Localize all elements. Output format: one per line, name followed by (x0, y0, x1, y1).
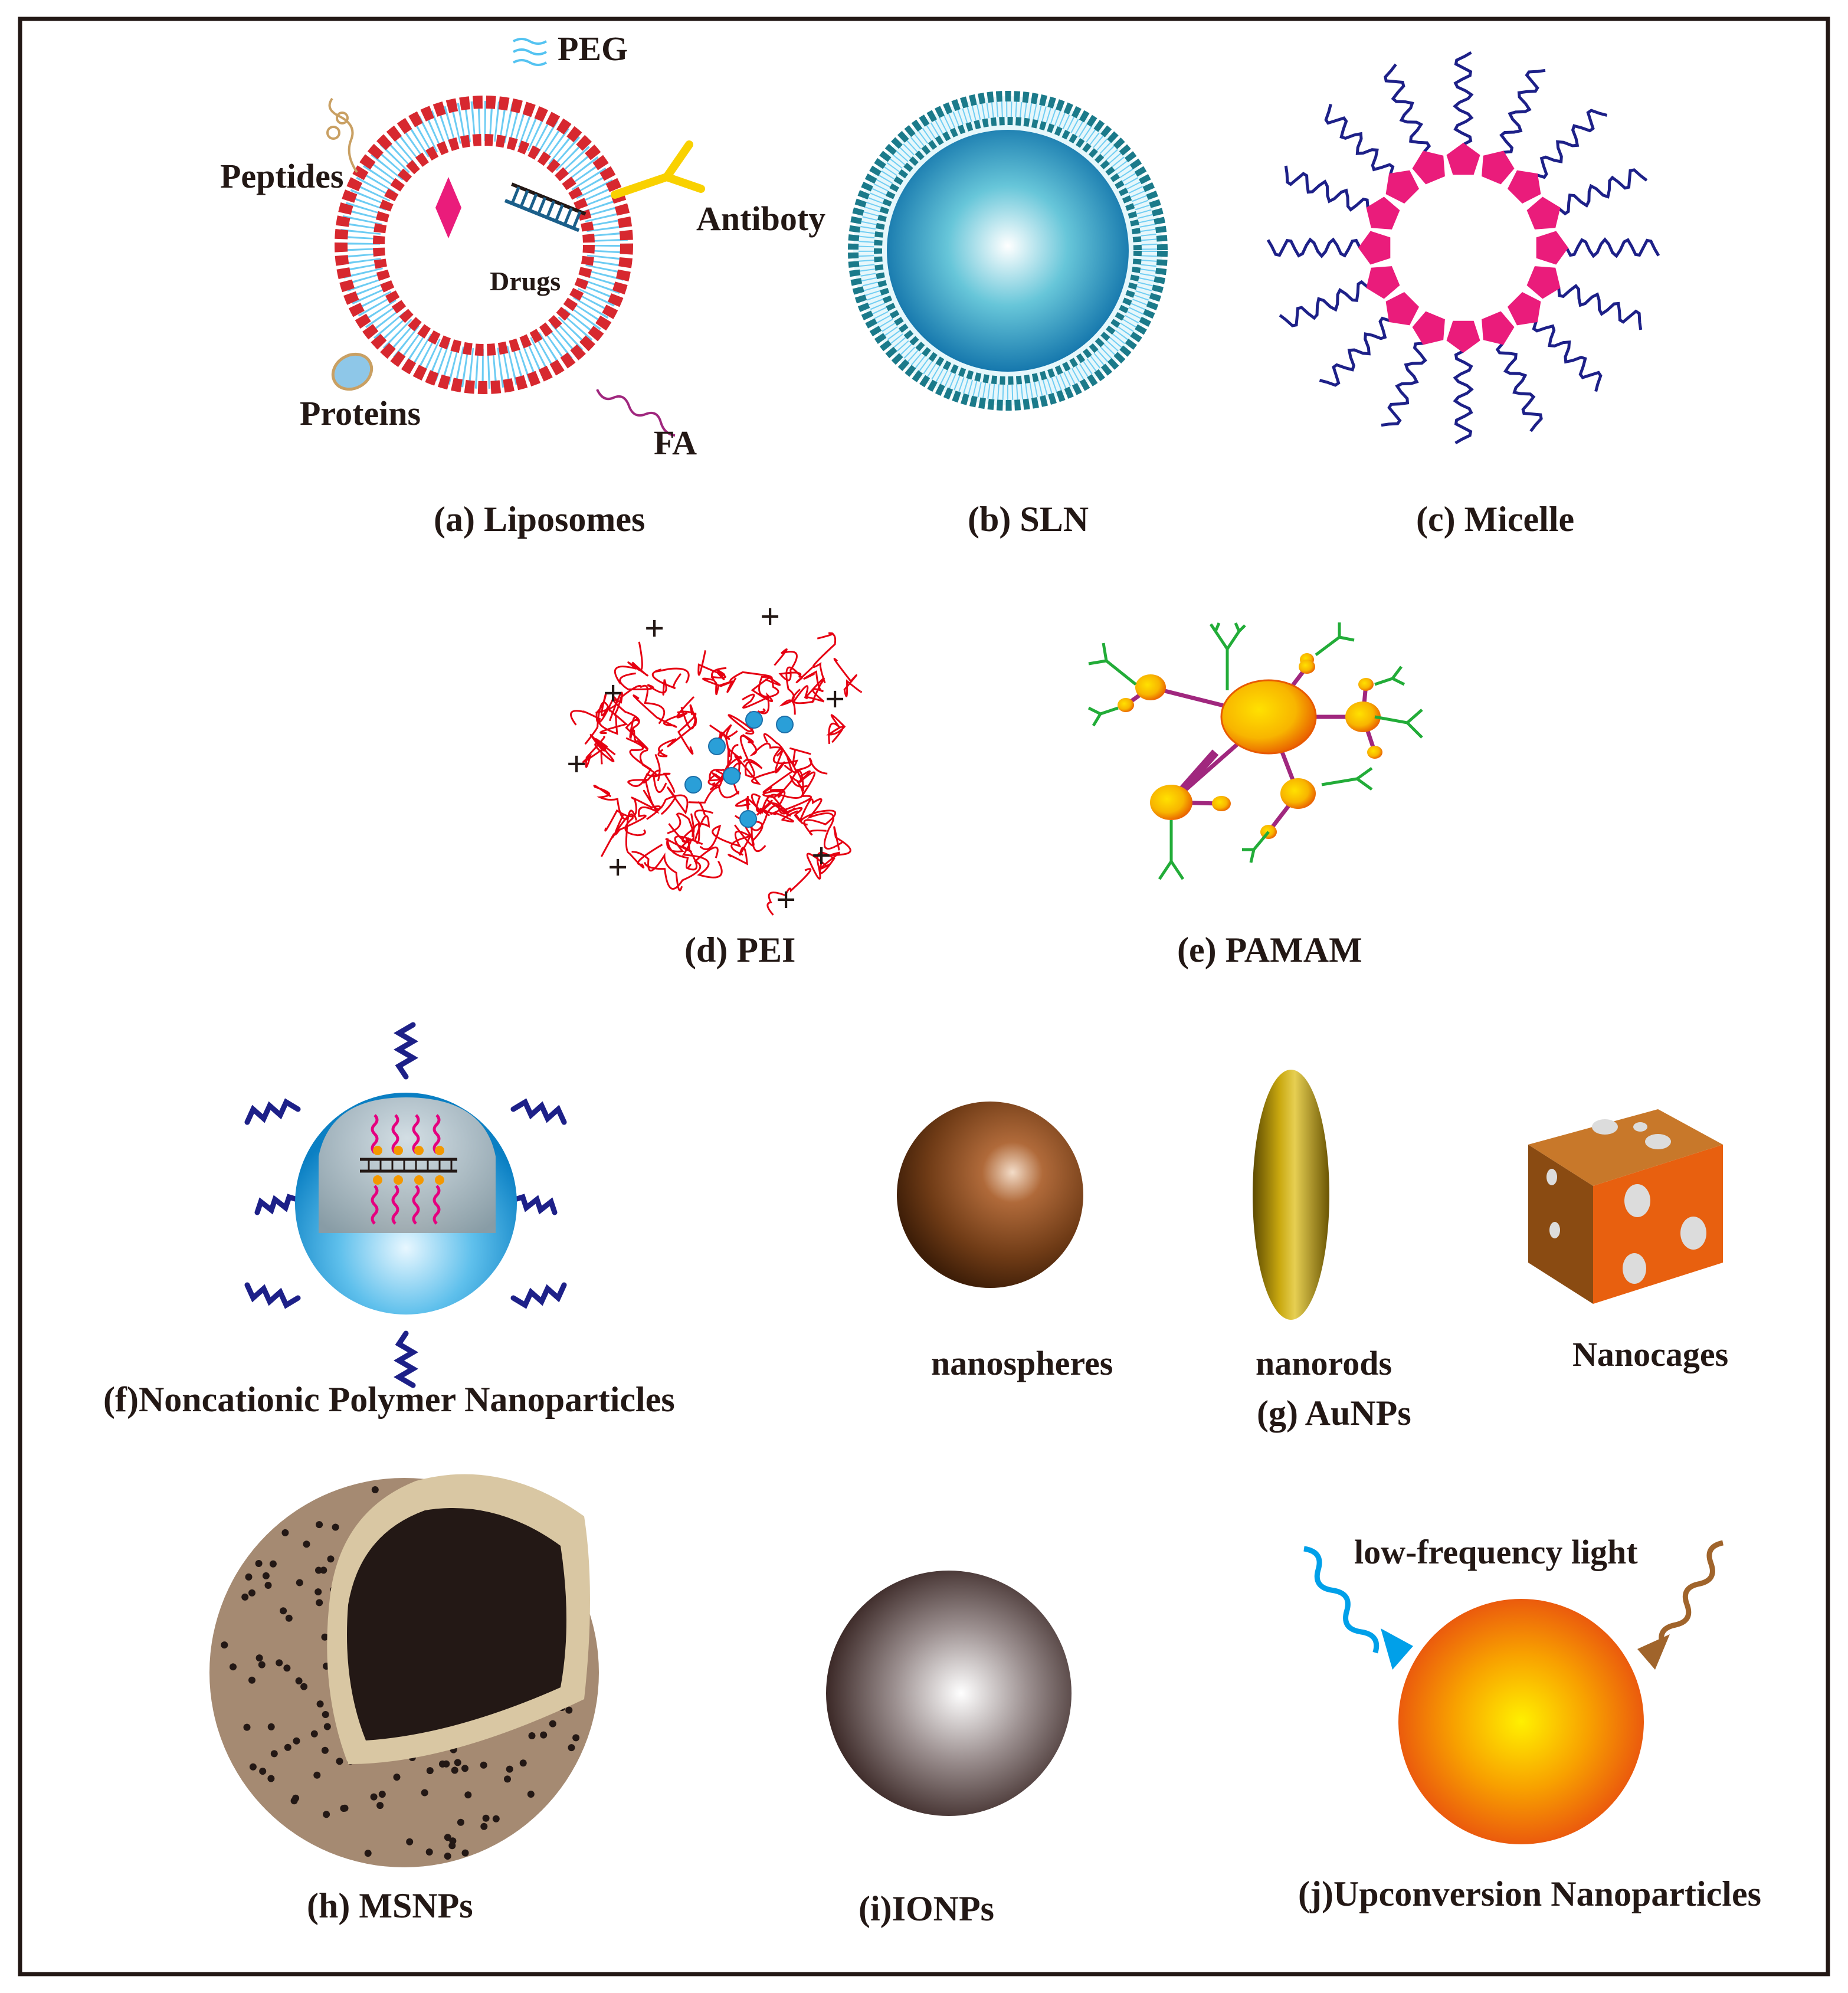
caption-pamam: (e) PAMAM (1177, 930, 1362, 969)
charge-plus: + (760, 597, 780, 636)
liposome-diagram: PEG Peptides Antiboty Drugs Proteins FA … (220, 29, 825, 539)
aunps-diagram: nanospheres nanorods Nanocages (g) AuNPs (897, 1070, 1728, 1433)
peptide-icon (328, 97, 358, 173)
caption-micelle: (c) Micelle (1416, 500, 1574, 539)
ionps-diagram: (i)IONPs (826, 1571, 1072, 1928)
antibody-icon (611, 140, 705, 199)
micelle-diagram (1266, 51, 1660, 445)
drug-diamond-icon (435, 177, 461, 238)
msnps-diagram: (h) MSNPs (209, 1474, 599, 1925)
charge-plus: + (603, 674, 623, 713)
light-label: low-frequency light (1354, 1533, 1638, 1571)
label-nanospheres: nanospheres (931, 1344, 1113, 1382)
caption-aunps: (g) AuNPs (1257, 1394, 1411, 1433)
charge-plus: + (644, 609, 664, 648)
peg-icon (513, 38, 547, 66)
caption-ionps: (i)IONPs (859, 1889, 994, 1928)
label-nanorods: nanorods (1256, 1344, 1392, 1382)
figure-frame (18, 17, 1830, 1976)
pamam-diagram: (e) PAMAM (1087, 622, 1423, 969)
caption-sln: (b) SLN (968, 500, 1089, 539)
peptides-label: Peptides (220, 157, 343, 195)
protein-icon (331, 352, 373, 391)
nanorod-shape (1253, 1070, 1329, 1320)
charge-plus: + (811, 836, 831, 875)
arrow-icon (1303, 1546, 1413, 1670)
charge-plus: + (825, 680, 845, 719)
caption-liposomes: (a) Liposomes (434, 500, 645, 539)
peg-label: PEG (558, 29, 628, 68)
arrow-icon (1637, 1540, 1724, 1670)
caption-polymer-np: (f)Noncationic Polymer Nanoparticles (103, 1380, 675, 1419)
charge-plus: + (566, 745, 586, 784)
folic-acid-icon (596, 389, 676, 437)
sln-diagram: (b) SLN (848, 91, 1168, 539)
dna-icon (504, 182, 586, 232)
proteins-label: Proteins (300, 394, 421, 432)
nanosphere-shape (897, 1102, 1083, 1288)
fa-label: FA (654, 424, 697, 462)
antibody-label: Antiboty (696, 199, 825, 238)
caption-ucnp: (j)Upconversion Nanoparticles (1298, 1874, 1761, 1913)
charge-plus: + (608, 848, 628, 887)
polymer-np-diagram: (f)Noncationic Polymer Nanoparticles (103, 1022, 675, 1419)
pei-diagram (570, 632, 863, 916)
ucnp-diagram: low-frequency light (j)Upconversion Nano… (1298, 1533, 1761, 1913)
caption-msnps: (h) MSNPs (307, 1886, 473, 1925)
charge-plus: + (776, 880, 796, 919)
label-nanocages: Nanocages (1572, 1335, 1728, 1374)
drugs-label: Drugs (490, 266, 561, 296)
caption-pei: (d) PEI (684, 930, 795, 969)
nanocage-shape (1528, 1109, 1723, 1304)
pei-charges: + + + + + + + + (566, 597, 845, 919)
